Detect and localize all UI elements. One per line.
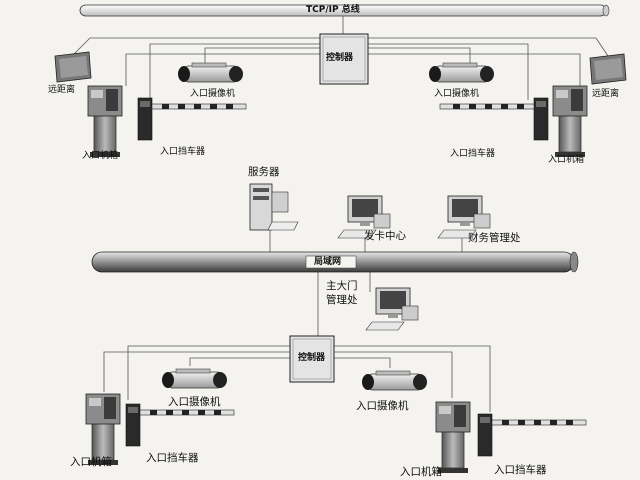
camera-bottom-right-icon — [361, 370, 428, 391]
camera-bottom-left-icon — [161, 368, 228, 389]
main-gate-label-line1: 主大门 — [326, 280, 358, 292]
server-icon — [249, 183, 299, 231]
entry-box-top-left-icon — [87, 85, 123, 158]
lan-pipe — [91, 251, 579, 273]
entry-box-bottom-left-icon — [85, 393, 121, 466]
bottom-wiring — [103, 345, 491, 412]
box-top-left-label: 入口机箱 — [82, 151, 119, 161]
barrier-bottom-left-label: 入口挡车器 — [146, 452, 199, 464]
top-controller-label: 控制器 — [326, 53, 354, 63]
camera-top-right-icon — [428, 62, 495, 83]
reader-right-icon — [589, 53, 627, 85]
bus-label: TCP/IP 总线 — [306, 5, 360, 15]
bottom-controller-box — [289, 335, 335, 383]
barrier-bottom-left-icon — [125, 403, 235, 447]
entry-box-bottom-right-icon — [435, 401, 471, 474]
barrier-bottom-right-label: 入口挡车器 — [494, 464, 547, 476]
barrier-top-right-icon — [439, 97, 549, 141]
barrier-top-left-icon — [137, 97, 247, 141]
camera-top-right-label: 入口摄像机 — [434, 89, 480, 99]
camera-bottom-right-label: 入口摄像机 — [356, 400, 409, 412]
lan-wiring — [269, 230, 463, 336]
camera-top-left-label: 入口摄像机 — [190, 89, 236, 99]
barrier-bottom-right-icon — [477, 413, 587, 457]
box-bottom-right-label: 入口机箱 — [400, 466, 442, 478]
tcp-bus — [79, 4, 610, 17]
barrier-top-right-label: 入口挡车器 — [450, 149, 496, 159]
barrier-top-left-label: 入口挡车器 — [160, 147, 206, 157]
entry-box-top-right-icon — [552, 85, 588, 158]
far-left-label: 远距离 — [48, 85, 76, 95]
main-gate-label-line2: 管理处 — [326, 294, 358, 306]
camera-top-left-icon — [177, 62, 244, 83]
reader-left-icon — [54, 51, 92, 83]
main-gate-pc-icon — [365, 287, 419, 331]
box-bottom-left-label: 入口机箱 — [70, 456, 112, 468]
far-right-label: 远距离 — [592, 89, 620, 99]
lan-label: 局域网 — [314, 257, 342, 267]
card-center-label: 发卡中心 — [364, 230, 406, 242]
top-wiring — [71, 16, 609, 108]
bottom-controller-label: 控制器 — [298, 353, 326, 363]
box-top-right-label: 入口机箱 — [548, 155, 585, 165]
server-label: 服务器 — [248, 166, 280, 178]
top-controller-box — [319, 33, 369, 85]
finance-label: 财务管理处 — [468, 232, 521, 244]
camera-bottom-left-label: 入口摄像机 — [168, 396, 221, 408]
